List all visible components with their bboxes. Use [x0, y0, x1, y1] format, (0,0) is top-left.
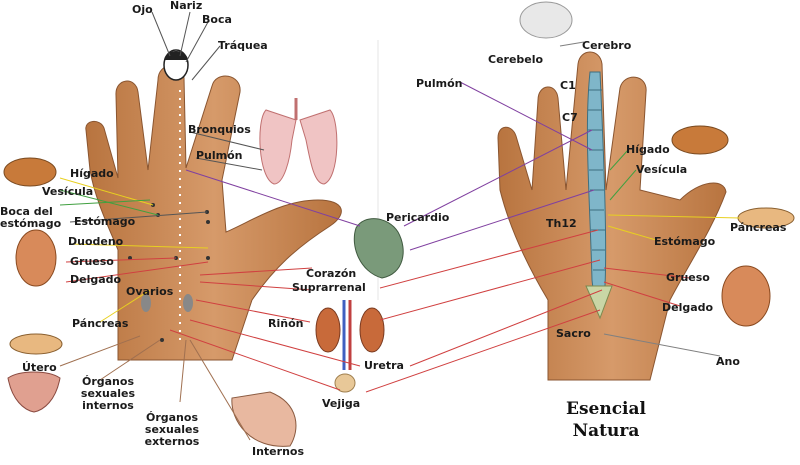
label-delgado-left: Delgado [70, 273, 122, 286]
organ-illustrations [3, 1, 795, 447]
brain-icon [519, 1, 573, 39]
pancreas-left-icon [9, 333, 63, 355]
label-delgado-right: Delgado [662, 301, 714, 314]
face-icon [163, 49, 189, 81]
label-rinon: Riñón [268, 317, 304, 330]
label-cerebelo: Cerebelo [488, 53, 544, 66]
label-pancreas-left: Páncreas [72, 317, 129, 330]
brand-line-1: Esencial [566, 399, 646, 419]
liver-right-icon [671, 125, 729, 155]
label-uretra: Uretra [364, 359, 404, 372]
label-pericardio: Pericardio [386, 211, 450, 224]
label-utero: Útero [22, 361, 57, 374]
label-organos-externos-2: sexuales [144, 423, 200, 436]
pelvis-icon [231, 391, 297, 447]
heart-icon [353, 218, 404, 279]
label-boca-estomago-1: Boca del [0, 205, 53, 218]
ovary-left-marker [141, 294, 151, 312]
label-boca-estomago-2: estómago [0, 217, 62, 230]
label-bronquios: Bronquios [188, 123, 251, 136]
uterus-icon [7, 371, 61, 413]
reflex-points [128, 203, 210, 342]
label-grueso-left: Grueso [70, 255, 114, 268]
label-ojo: Ojo [132, 3, 153, 16]
label-pancreas-right: Páncreas [730, 221, 787, 234]
kidney-left-icon [315, 307, 341, 353]
label-organos-externos: Órganos sexuales externos [142, 412, 202, 448]
brand-line-2: Natura [572, 421, 640, 441]
label-cerebro: Cerebro [582, 39, 632, 52]
label-boca: Boca [202, 13, 232, 26]
label-duodeno: Duodeno [68, 235, 124, 248]
brand-watermark: Esencial Natura [546, 398, 666, 442]
label-suprarrenal: Suprarrenal [292, 281, 366, 294]
right-hand [497, 51, 727, 381]
label-c1: C1 [560, 79, 576, 92]
label-higado-right: Hígado [626, 143, 670, 156]
label-higado-left: Hígado [70, 167, 114, 180]
label-organos-externos-3: externos [144, 435, 200, 448]
label-estomago-right: Estómago [654, 235, 716, 248]
label-organos-externos-1: Órganos [145, 411, 198, 424]
label-ovarios: Ovarios [126, 285, 174, 298]
intestines-right-icon [721, 265, 771, 327]
kidney-right-icon [359, 307, 385, 353]
label-pulmon-left: Pulmón [196, 149, 243, 162]
ovary-right-marker [183, 294, 193, 312]
label-sacro: Sacro [556, 327, 591, 340]
label-vejiga: Vejiga [322, 397, 361, 410]
label-estomago-left: Estómago [74, 215, 136, 228]
label-organos-internos: Órganos sexuales internos [78, 376, 138, 412]
label-vesicula-left: Vesícula [42, 185, 94, 198]
label-pulmon-right: Pulmón [416, 77, 463, 90]
label-th12: Th12 [546, 217, 577, 230]
label-organos-internos-3: internos [82, 399, 134, 412]
label-internos: Internos [252, 445, 305, 458]
label-nariz: Nariz [170, 0, 203, 12]
label-c7: C7 [562, 111, 578, 124]
leader-lines [59, 11, 741, 441]
label-organos-internos-2: sexuales [80, 387, 136, 400]
lungs-icon [259, 109, 297, 185]
label-vesicula-right: Vesícula [636, 163, 688, 176]
label-organos-internos-1: Órganos [81, 375, 134, 388]
bladder-icon [334, 373, 356, 393]
label-grueso-right: Grueso [666, 271, 710, 284]
label-ano: Ano [716, 355, 740, 368]
left-hand [85, 65, 342, 361]
label-corazon: Corazón [306, 267, 357, 280]
liver-left-icon [3, 157, 57, 187]
intestines-left-icon [15, 229, 57, 287]
label-traquea: Tráquea [218, 39, 268, 52]
